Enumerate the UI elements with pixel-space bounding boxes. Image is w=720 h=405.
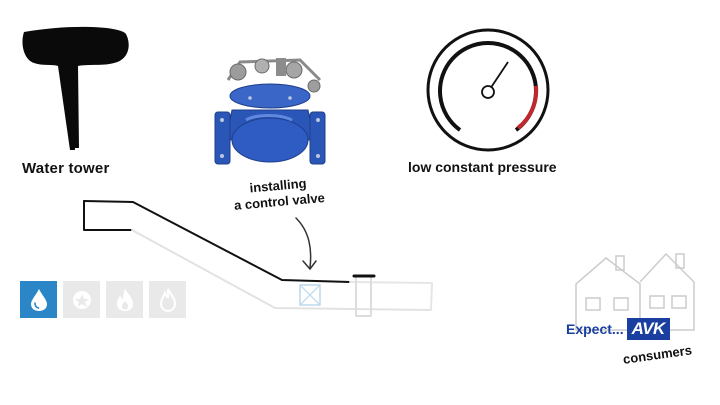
pressure-label: low constant pressure [408, 159, 557, 175]
water-tower-icon [22, 26, 129, 150]
gas-icon [72, 290, 91, 309]
pressure-gauge-icon [426, 28, 550, 152]
water-tower-label: Water tower [22, 160, 110, 177]
arrow-icon [295, 217, 317, 271]
houses-icon [575, 252, 695, 331]
control-valve-image [214, 58, 326, 165]
logo-prefix: Expect... [566, 321, 624, 337]
flame-tile[interactable] [149, 281, 186, 318]
fire-icon [116, 288, 133, 311]
pipe-diagram [83, 200, 433, 317]
flame-icon [159, 288, 176, 312]
water-drop-tile[interactable] [20, 281, 57, 318]
fire-tile[interactable] [106, 281, 143, 318]
brand-logo: Expect... AVK [566, 318, 670, 340]
logo-mark: AVK [626, 318, 670, 340]
gas-tile[interactable] [63, 281, 100, 318]
water-drop-icon [30, 288, 47, 311]
